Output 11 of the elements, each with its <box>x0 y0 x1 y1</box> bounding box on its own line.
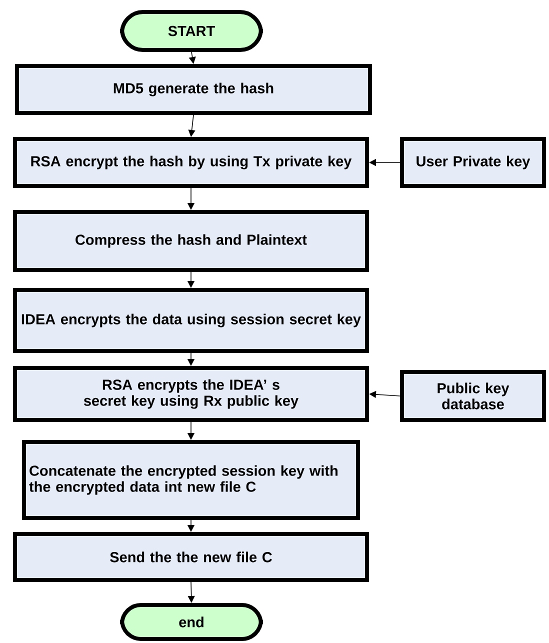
terminal-oval: end <box>120 603 263 641</box>
process-box: IDEA encrypts the data using session secret key <box>13 288 369 353</box>
process-box: RSA encrypt the hash by using Tx private key <box>13 137 369 188</box>
process-box: Compress the hash and Plaintext <box>13 210 369 272</box>
process-box: Public key database <box>400 370 546 422</box>
process-box: Send the the new file C <box>13 532 369 582</box>
process-box: User Private key <box>400 137 546 188</box>
process-box: Concatenate the encrypted session key with the encrypted data int new file C <box>22 440 360 520</box>
process-box: MD5 generate the hash <box>15 64 372 115</box>
arrow <box>188 114 196 137</box>
process-box: RSA encrypts the IDEA’ s secret key using Rx public key <box>13 366 369 422</box>
